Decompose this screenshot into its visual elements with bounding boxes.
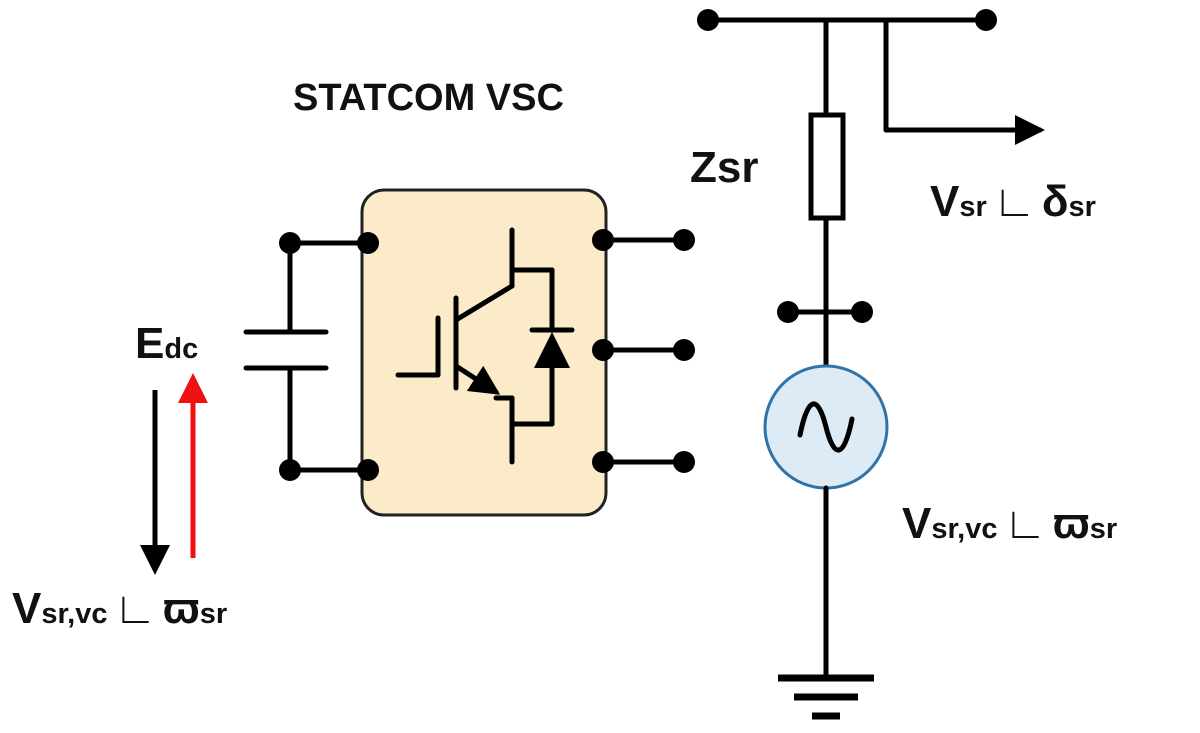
bus-voltage-main: V [930,177,960,226]
converter-dc-terminal-top [357,232,379,254]
ac-outputs [600,229,695,473]
series-branch [763,17,889,679]
bus-voltage-label: Vsr∟δsr [930,177,1096,226]
igbt-diode-icon [395,227,575,465]
source-voltage-main: V [902,499,932,548]
ground-icon [778,674,874,720]
diagram-title: STATCOM VSC [293,77,564,119]
bus-node-left [697,9,719,31]
dc-side-angle-icon: ∟ [114,584,157,633]
vsc-converter [357,188,614,517]
source-phase-main: ϖ [1053,499,1090,548]
bus-phase-main: δ [1042,177,1069,226]
bus-voltage-sub: sr [959,191,986,223]
dc-side-voltage-sub: sr,vc [41,598,107,630]
ac-bus [697,9,1045,145]
dc-voltage-label: Edc [135,319,198,368]
dc-capacitor [243,232,371,481]
converter-dc-terminal-bottom [357,459,379,481]
ac-terminal-b [673,339,695,361]
source-voltage-sub: sr,vc [931,513,997,545]
ac-terminal-a [673,229,695,251]
dc-side-voltage-main: V [12,584,42,633]
source-phase-sub: sr [1090,513,1117,545]
dc-label-main: E [135,319,164,368]
ac-terminal-c [673,451,695,473]
dc-node-bottom [279,459,301,481]
bus-node-right [975,9,997,31]
dc-side-phase-sub: sr [200,598,227,630]
dc-label-sub: dc [164,333,198,365]
sine-wave-icon [797,401,855,453]
source-voltage-label: Vsr,vc∟ϖsr [902,499,1117,548]
impedance-resistor [808,112,846,221]
dc-side-voltage-label: Vsr,vc∟ϖsr [12,584,227,633]
bus-phase-sub: sr [1069,191,1096,223]
bus-angle-icon: ∟ [993,177,1036,226]
dc-side-phase-main: ϖ [163,584,200,633]
converter-box [360,188,608,517]
series-node-right [851,301,873,323]
source-angle-icon: ∟ [1004,499,1047,548]
series-node-left [777,301,799,323]
dc-node-top [279,232,301,254]
impedance-label: Zsr [690,143,758,192]
